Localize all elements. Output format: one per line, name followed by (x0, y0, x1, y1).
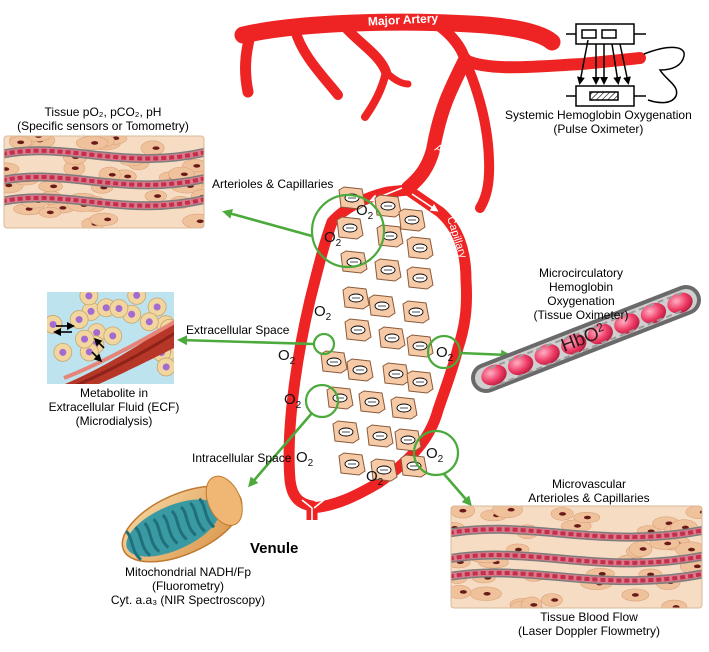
tissue-po2-line2: (Specific sensors or Tomometry) (17, 119, 189, 133)
pulse-oximeter-line2: (Pulse Oximeter) (553, 122, 644, 136)
o2-label: O2 (324, 229, 342, 249)
arteriole-label: Arteriole (433, 142, 475, 172)
hbo2-capillary: HbO2 (471, 285, 701, 393)
tissue-cell (344, 318, 372, 342)
tissue-cell (368, 294, 396, 318)
ecf-panel (47, 292, 174, 384)
tissue-panel-bottom (450, 505, 703, 609)
tissue-cell (406, 266, 434, 290)
microvascular-line1: Microvascular (551, 477, 626, 491)
mitochondrial-line2: (Fluorometry) (151, 579, 224, 593)
circle-microcirculatory (426, 334, 462, 370)
tissue-cell (358, 390, 386, 414)
circle-arterioles (310, 193, 386, 269)
o2-label: O2 (366, 468, 384, 488)
tissue-cell (402, 300, 430, 324)
mitochondrial-label: Mitochondrial NADH/Fp (Fluorometry) Cyt.… (102, 565, 274, 607)
tissue-cell (366, 424, 394, 448)
tissue-cell (336, 216, 364, 240)
tissue-po2-label: Tissue pO₂, pCO₂, pH (Specific sensors o… (12, 105, 194, 133)
o2-label: O2 (356, 202, 374, 222)
tissue-cell (374, 258, 402, 282)
tissue-oximeter-line3: Oxygenation (547, 294, 615, 308)
tissue-cell (370, 458, 398, 482)
intracellular-space-label: Intracellular Space (192, 451, 292, 465)
pulse-oximeter-line1: Systemic Hemoglobin Oxygenation (505, 108, 692, 122)
blood-flow-label: Tissue Blood Flow (Laser Doppler Flowmet… (500, 610, 678, 638)
microvascular-label: Microvascular Arterioles & Capillaries (500, 477, 678, 505)
o2-label: O2 (436, 344, 454, 364)
microdialysis-line3: (Microdialysis) (75, 414, 153, 428)
venule-label: Venule (250, 540, 298, 557)
tissue-cell (406, 370, 434, 394)
o2-label: O2 (426, 445, 444, 465)
tissue-cell (406, 334, 434, 358)
tissue-cell (340, 250, 368, 274)
tissue-cell (338, 452, 366, 476)
callout-arrows (177, 209, 511, 507)
o2-label: O2 (278, 347, 296, 367)
tissue-cell (398, 208, 426, 232)
measurement-circles (304, 193, 462, 477)
major-artery-label: Major Artery (368, 11, 439, 29)
microdialysis-label: Metabolite in Extracellular Fluid (ECF) … (32, 386, 196, 428)
pulse-oximeter-label: Systemic Hemoglobin Oxygenation (Pulse O… (505, 108, 692, 136)
capillary-loop (283, 184, 472, 520)
tissue-cell (374, 194, 402, 218)
mitochondrion (121, 475, 243, 563)
o2-label: O2 (314, 303, 332, 323)
o2-label: O2 (284, 391, 302, 411)
tissue-cell (390, 396, 418, 420)
tissue-po2-line1: Tissue pO₂, pCO₂, pH (44, 105, 162, 119)
o2-label: O2 (296, 449, 314, 469)
blood-flow-line2: (Laser Doppler Flowmetry) (517, 624, 661, 638)
tissue-oximeter-label: Microcirculatory Hemoglobin Oxygenation … (506, 266, 656, 322)
tissue-oximeter-line1: Microcirculatory (538, 266, 623, 280)
circle-intracellular (304, 383, 340, 419)
extracellular-space-label: Extracellular Space (186, 323, 290, 337)
pulse-oximeter-icon (566, 23, 685, 107)
tissue-oximeter-line2: Hemoglobin (548, 280, 614, 294)
arterioles-capillaries-label: Arterioles & Capillaries (212, 177, 334, 191)
tissue-cell (326, 386, 354, 410)
tissue-cells (320, 186, 434, 482)
circle-extracellular (312, 332, 336, 356)
tissue-cell (346, 358, 374, 382)
tissue-cell (342, 286, 370, 310)
mitochondrial-line3: Cyt. a.a₃ (NIR Spectroscopy) (110, 593, 266, 607)
blood-flow-line1: Tissue Blood Flow (540, 610, 638, 624)
tissue-cell (382, 362, 410, 386)
microdialysis-line2: Extracellular Fluid (ECF) (48, 400, 180, 414)
tissue-cell (332, 420, 360, 444)
microvascular-line2: Arterioles & Capillaries (528, 491, 650, 505)
major-artery (234, 13, 646, 213)
circle-microvascular (412, 429, 460, 477)
tissue-cell (320, 350, 348, 374)
tissue-cell (378, 326, 406, 350)
tissue-panel-top (3, 135, 205, 229)
microdialysis-line1: Metabolite in (79, 386, 149, 400)
tissue-cell (406, 236, 434, 260)
tissue-oximeter-line4: (Tissue Oximeter) (533, 308, 629, 322)
capillary-label: Capillary (444, 215, 469, 260)
mitochondrial-line1: Mitochondrial NADH/Fp (124, 565, 252, 579)
